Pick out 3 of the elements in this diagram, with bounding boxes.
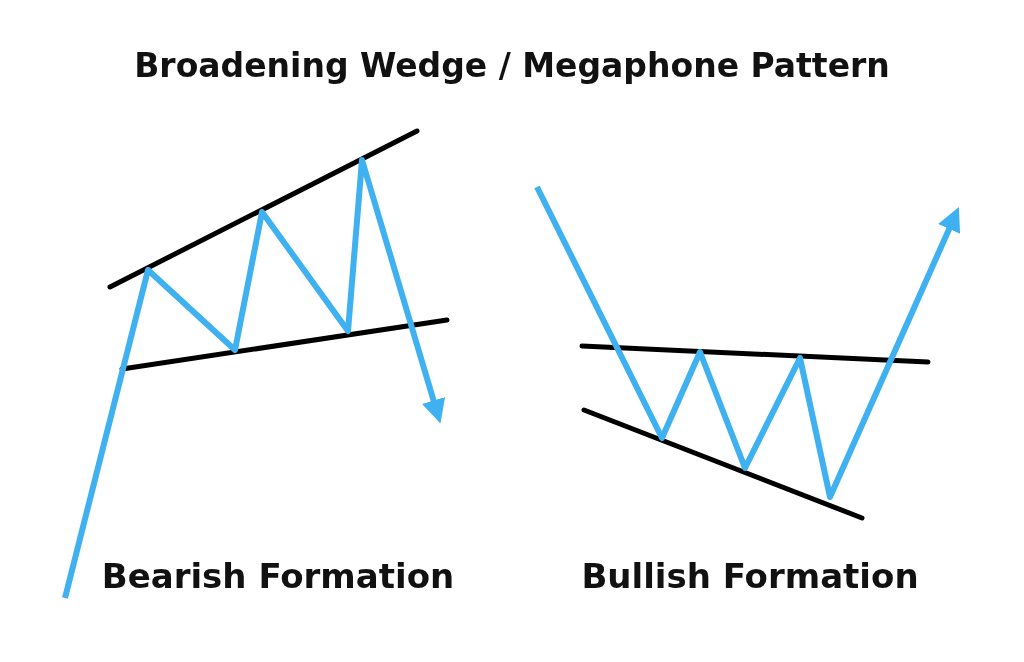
pattern-caption: Bearish Formation: [101, 556, 455, 596]
diagram-title: Broadening Wedge / Megaphone Pattern: [134, 46, 890, 85]
pattern-caption: Bullish Formation: [581, 556, 919, 596]
